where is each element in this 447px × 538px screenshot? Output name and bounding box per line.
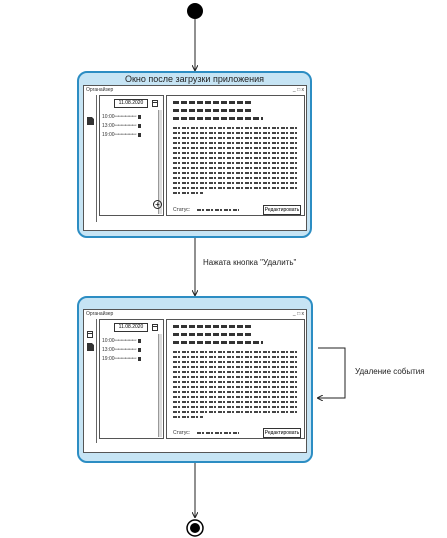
event-detail-panel: Статус: Редактировать: [166, 319, 305, 439]
file-icon[interactable]: [87, 343, 94, 351]
list-item[interactable]: 10:00ꟷꟷꟷꟷꟷꟷ: [102, 338, 141, 344]
calendar-icon[interactable]: [87, 331, 93, 338]
delete-icon: [137, 347, 141, 352]
status-label: Статус:: [173, 430, 191, 436]
list-scrollbar[interactable]: [158, 110, 162, 214]
list-scrollbar[interactable]: [158, 334, 162, 437]
window-controls[interactable]: _ □ x: [292, 87, 304, 93]
self-transition-label: Удаление события: [355, 367, 425, 376]
toolbar: [84, 95, 97, 222]
initial-node: [187, 3, 203, 19]
state1-title: Окно после загрузки приложения: [124, 74, 265, 84]
edit-button[interactable]: Редактировать: [263, 205, 301, 215]
event-list-panel: 11.08.2020 10:00ꟷꟷꟷꟷꟷꟷ 13:00ꟷꟷꟷꟷꟷꟷ 19:00…: [99, 95, 164, 216]
delete-icon: [137, 132, 141, 137]
delete-icon: [137, 338, 141, 343]
delete-icon: [137, 114, 141, 119]
add-event-button[interactable]: +: [153, 200, 162, 209]
calendar-icon[interactable]: [152, 100, 158, 107]
app-window: Органайзер _ □ x 11.08.2020 10:00ꟷꟷꟷꟷꟷꟷ …: [83, 309, 307, 453]
transition-label: Нажата кнопка "Удалить": [203, 258, 297, 267]
calendar-icon[interactable]: [152, 324, 158, 331]
status-label: Статус:: [173, 207, 191, 213]
date-field[interactable]: 11.08.2020: [114, 99, 148, 108]
event-detail-panel: Статус: Редактировать: [166, 95, 305, 216]
list-item[interactable]: 13:00ꟷꟷꟷꟷꟷꟷ: [102, 347, 141, 353]
window-controls[interactable]: _ □ x: [292, 311, 304, 317]
app-window: Органайзер _ □ x 11.08.2020 10:00ꟷꟷꟷꟷꟷꟷ …: [83, 85, 307, 231]
final-node-dot: [190, 523, 200, 533]
list-item[interactable]: 10:00ꟷꟷꟷꟷꟷꟷ: [102, 114, 141, 120]
self-transition-arrow: [318, 347, 346, 398]
date-field[interactable]: 11.08.2020: [114, 323, 148, 332]
edit-button[interactable]: Редактировать: [263, 428, 301, 438]
window-title: Органайзер: [86, 311, 114, 317]
list-item[interactable]: 19:00ꟷꟷꟷꟷꟷꟷ: [102, 132, 141, 138]
state-event-deleted: Органайзер _ □ x 11.08.2020 10:00ꟷꟷꟷꟷꟷꟷ …: [77, 296, 313, 463]
delete-icon: [137, 123, 141, 128]
event-list-panel: 11.08.2020 10:00ꟷꟷꟷꟷꟷꟷ 13:00ꟷꟷꟷꟷꟷꟷ 19:00…: [99, 319, 164, 439]
window-title: Органайзер: [86, 87, 114, 93]
list-item[interactable]: 19:00ꟷꟷꟷꟷꟷꟷ: [102, 356, 141, 362]
state-window-loaded: Окно после загрузки приложения Органайзе…: [77, 71, 312, 238]
file-icon[interactable]: [87, 117, 94, 125]
delete-icon: [137, 356, 141, 361]
toolbar: [84, 319, 97, 443]
list-item[interactable]: 13:00ꟷꟷꟷꟷꟷꟷ: [102, 123, 141, 129]
